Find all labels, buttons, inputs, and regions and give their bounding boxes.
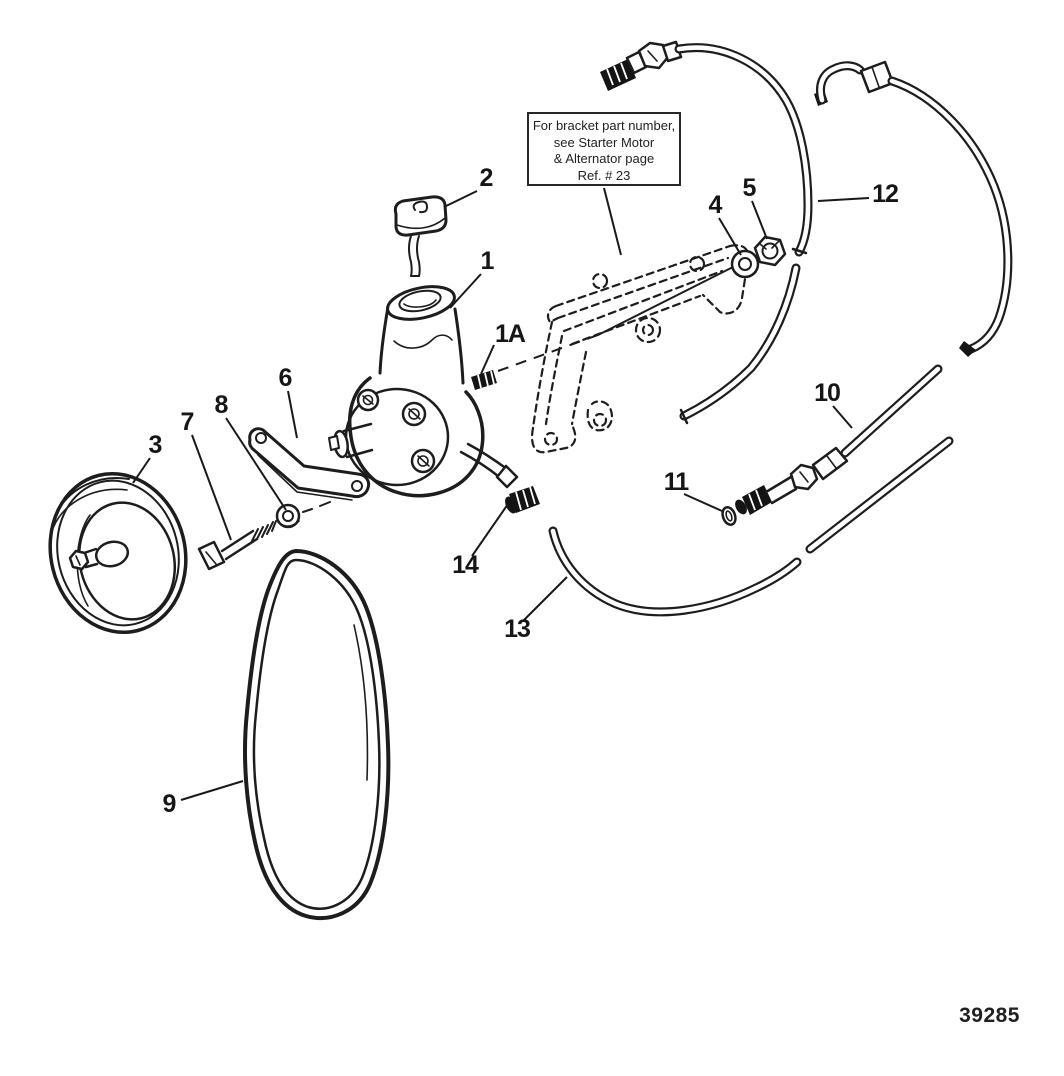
nut-5 xyxy=(753,235,787,267)
leader-line-4 xyxy=(718,217,742,256)
leader-line-9 xyxy=(180,780,244,801)
leader-line-1A xyxy=(480,344,495,375)
leader-line-7 xyxy=(191,434,232,541)
callout-8: 8 xyxy=(215,391,229,419)
callout-6: 6 xyxy=(279,364,292,392)
mounting-bracket-dashed xyxy=(530,244,750,454)
callout-2: 2 xyxy=(480,164,493,192)
leader-line-13 xyxy=(523,576,568,621)
leader-line-10 xyxy=(832,405,853,429)
callout-7: 7 xyxy=(181,408,194,436)
brace-arm xyxy=(248,427,371,513)
callout-10: 10 xyxy=(814,379,840,407)
leader-line-5 xyxy=(751,200,768,240)
note-line: For bracket part number, xyxy=(532,118,676,133)
stud-axis-line xyxy=(497,267,732,372)
filler-cap xyxy=(393,195,448,277)
power-steering-pump xyxy=(328,285,519,498)
callout-layer: 1 1A 2 3 45 6 78 9 10 11 12 13 14 xyxy=(132,164,899,818)
pressure-hose xyxy=(600,40,1013,425)
hose-elbow-fitting xyxy=(814,60,895,106)
callout-11: 11 xyxy=(664,468,690,496)
return-hose-lower xyxy=(548,436,954,617)
callout-5: 5 xyxy=(743,174,757,202)
return-hose-upper xyxy=(735,364,943,515)
note-line: & Alternator page xyxy=(553,151,655,166)
pump-fitting xyxy=(505,486,540,514)
note-line: Ref. # 23 xyxy=(577,167,631,183)
callout-14: 14 xyxy=(452,551,479,579)
figure-number: 39285 xyxy=(959,1004,1020,1027)
callout-4: 4 xyxy=(709,191,723,219)
leader-line-3 xyxy=(132,457,151,484)
leader-line-6 xyxy=(287,390,298,439)
leader-line-12 xyxy=(817,197,870,202)
washer-8 xyxy=(275,503,301,529)
bolt-7 xyxy=(197,520,277,571)
leader-line-11 xyxy=(683,493,723,512)
leader-line-2 xyxy=(443,190,478,208)
callout-12: 12 xyxy=(872,180,898,208)
callout-13: 13 xyxy=(504,615,530,643)
note-leader-line xyxy=(603,187,622,256)
washer-4 xyxy=(730,249,760,279)
callout-3: 3 xyxy=(149,431,162,459)
callout-1A: 1A xyxy=(495,320,526,348)
callout-9: 9 xyxy=(163,790,176,818)
hose-end-fitting xyxy=(600,40,683,91)
leader-line-1 xyxy=(449,273,482,309)
pulley xyxy=(48,471,188,635)
note-line: see Starter Motor xyxy=(553,134,655,150)
o-ring xyxy=(721,506,737,526)
leader-line-8 xyxy=(225,417,287,511)
drive-belt xyxy=(243,548,391,921)
note-box: For bracket part number, see Starter Mot… xyxy=(527,112,681,186)
callout-1: 1 xyxy=(481,247,495,275)
leader-line-14 xyxy=(471,503,509,557)
